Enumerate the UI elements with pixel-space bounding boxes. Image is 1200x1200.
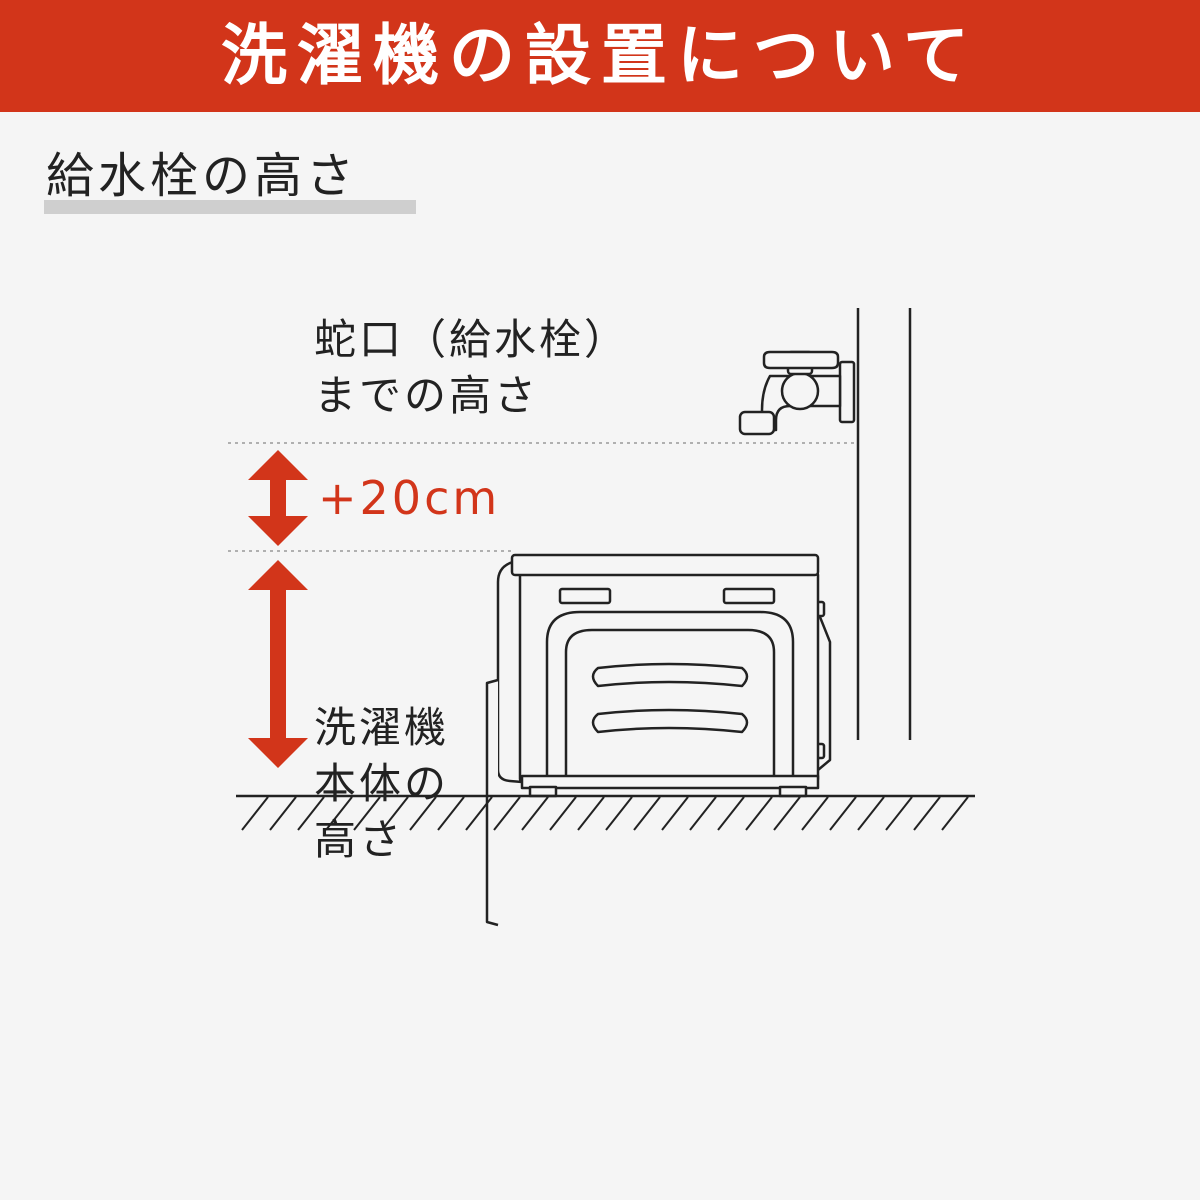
floor-hatch-line [605, 796, 633, 831]
floor-hatching [241, 796, 969, 831]
faucet-height-label-line1: 蛇口（給水栓） [314, 315, 630, 364]
washing-machine-part [496, 558, 524, 784]
washing-machine-part [558, 587, 612, 605]
floor-hatch-line [689, 796, 717, 831]
body-height-label: 洗濯機 本体の 高さ [314, 700, 449, 868]
floor-hatch-line [577, 796, 605, 831]
body-height-label-line1: 洗濯機 [314, 703, 450, 752]
floor-hatch-line [801, 796, 829, 831]
title-bar: 洗濯機の設置について [0, 0, 1200, 112]
floor-hatch-line [325, 796, 353, 831]
faucet-icon [738, 350, 856, 436]
floor-hatch-line [297, 796, 325, 831]
reference-lines [228, 442, 856, 552]
floor-hatch-line [745, 796, 773, 831]
washing-machine-part [778, 785, 808, 798]
washing-machine-part [816, 611, 832, 771]
floor-hatch-line [661, 796, 689, 831]
washing-machine-part [722, 587, 776, 605]
floor-hatch-line [549, 796, 577, 831]
floor-hatch-line [633, 796, 661, 831]
floor-hatch-line [857, 796, 885, 831]
floor-hatch-line [241, 796, 269, 831]
body-height-label-line2: 本体の [314, 759, 450, 808]
floor-hatch-line [521, 796, 549, 831]
washing-machine-part [591, 662, 749, 688]
floor-hatch-line [941, 796, 969, 831]
floor-hatch-line [773, 796, 801, 831]
body-height-double-arrow-icon [248, 560, 308, 768]
page-title: 洗濯機の設置について [220, 17, 980, 94]
floor-hatch-line [409, 796, 437, 831]
floor-hatch-line [437, 796, 465, 831]
floor-hatch-line [269, 796, 297, 831]
floor-hatch-line [885, 796, 913, 831]
washing-machine-part [591, 708, 749, 734]
floor-hatch-line [353, 796, 381, 831]
offset-double-arrow-icon [248, 450, 308, 546]
heading-underline [44, 200, 416, 214]
offset-label: +20cm [318, 471, 501, 525]
floor-hatch-line [829, 796, 857, 831]
faucet-height-label: 蛇口（給水栓） までの高さ [314, 312, 629, 424]
wall [856, 308, 912, 740]
washing-machine-part [510, 553, 820, 577]
body-height-label-line3: 高さ [314, 815, 405, 864]
floor-hatch-line [913, 796, 941, 831]
washing-machine-part [528, 785, 558, 798]
washing-machine-part [520, 774, 820, 790]
section-heading: 給水栓の高さ [44, 146, 416, 214]
faucet-height-label-line2: までの高さ [314, 371, 540, 420]
floor-hatch-line [381, 796, 409, 831]
floor-hatch-line [493, 796, 521, 831]
washing-machine-icon [485, 553, 832, 927]
section-heading-text: 給水栓の高さ [46, 148, 359, 204]
floor-hatch-line [465, 796, 493, 831]
floor-hatch-line [717, 796, 745, 831]
washing-machine-part [564, 628, 776, 784]
